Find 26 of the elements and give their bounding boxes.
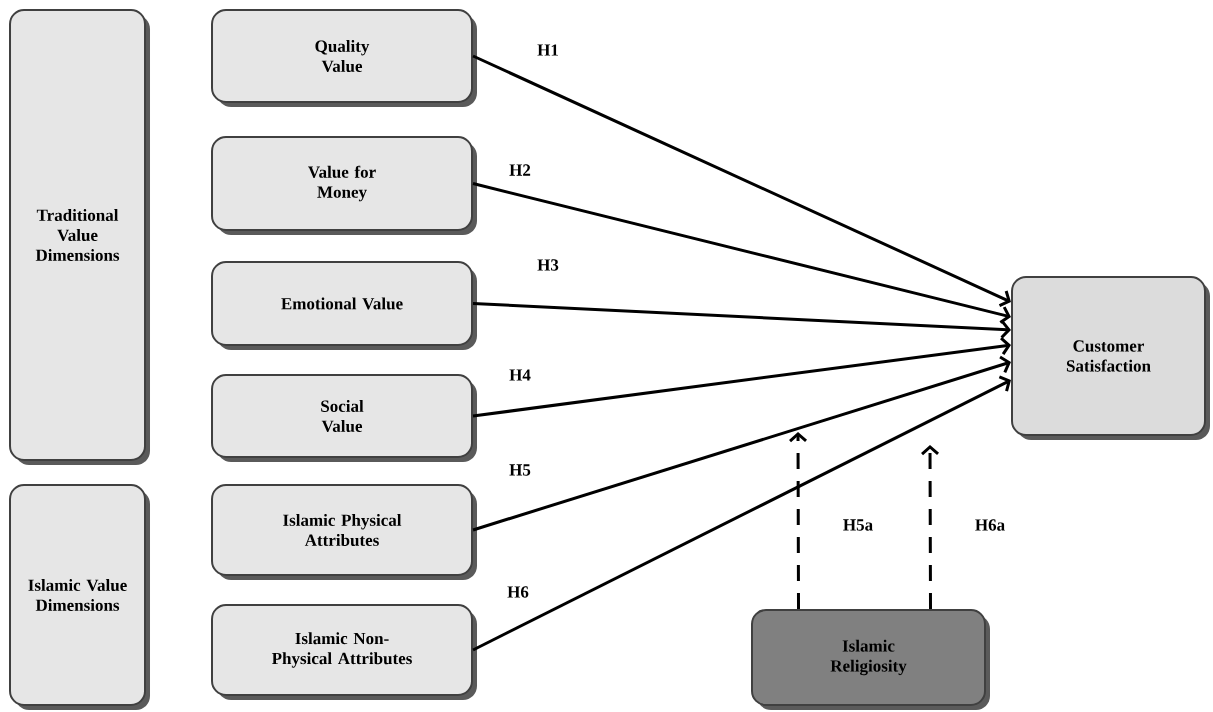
- arrow: [472, 182, 1011, 324]
- moderator-box: Islamic Religiosity: [751, 609, 990, 710]
- group-box: Islamic Value Dimensions: [9, 484, 150, 710]
- edge-label: H2: [509, 164, 531, 176]
- construct-box: Islamic Non-Physical Attributes: [211, 604, 477, 700]
- outcome-box: Customer Satisfaction: [1011, 276, 1210, 440]
- arrow: [472, 337, 1011, 418]
- construct-box: Value for Money: [211, 136, 477, 235]
- arrow: [472, 302, 1011, 339]
- group-box: Traditional Value Dimensions: [9, 9, 150, 465]
- construct-box: Social Value: [211, 374, 477, 462]
- arrow: [472, 54, 1011, 307]
- arrow: [472, 355, 1011, 532]
- arrow: [921, 445, 939, 609]
- arrow: [472, 375, 1011, 652]
- arrow: [789, 432, 807, 609]
- edge-label: H3: [537, 259, 559, 271]
- edge-label: H4: [509, 369, 531, 381]
- edge-label: H5a: [843, 519, 873, 531]
- construct-box: Emotional Value: [211, 261, 477, 350]
- construct-box: Islamic Physical Attributes: [211, 484, 477, 580]
- edge-label: H5: [509, 464, 531, 476]
- edge-label: H1: [537, 44, 558, 56]
- edge-label: H6a: [975, 519, 1005, 531]
- construct-box: Quality Value: [211, 9, 477, 107]
- edge-label: H6: [507, 586, 529, 598]
